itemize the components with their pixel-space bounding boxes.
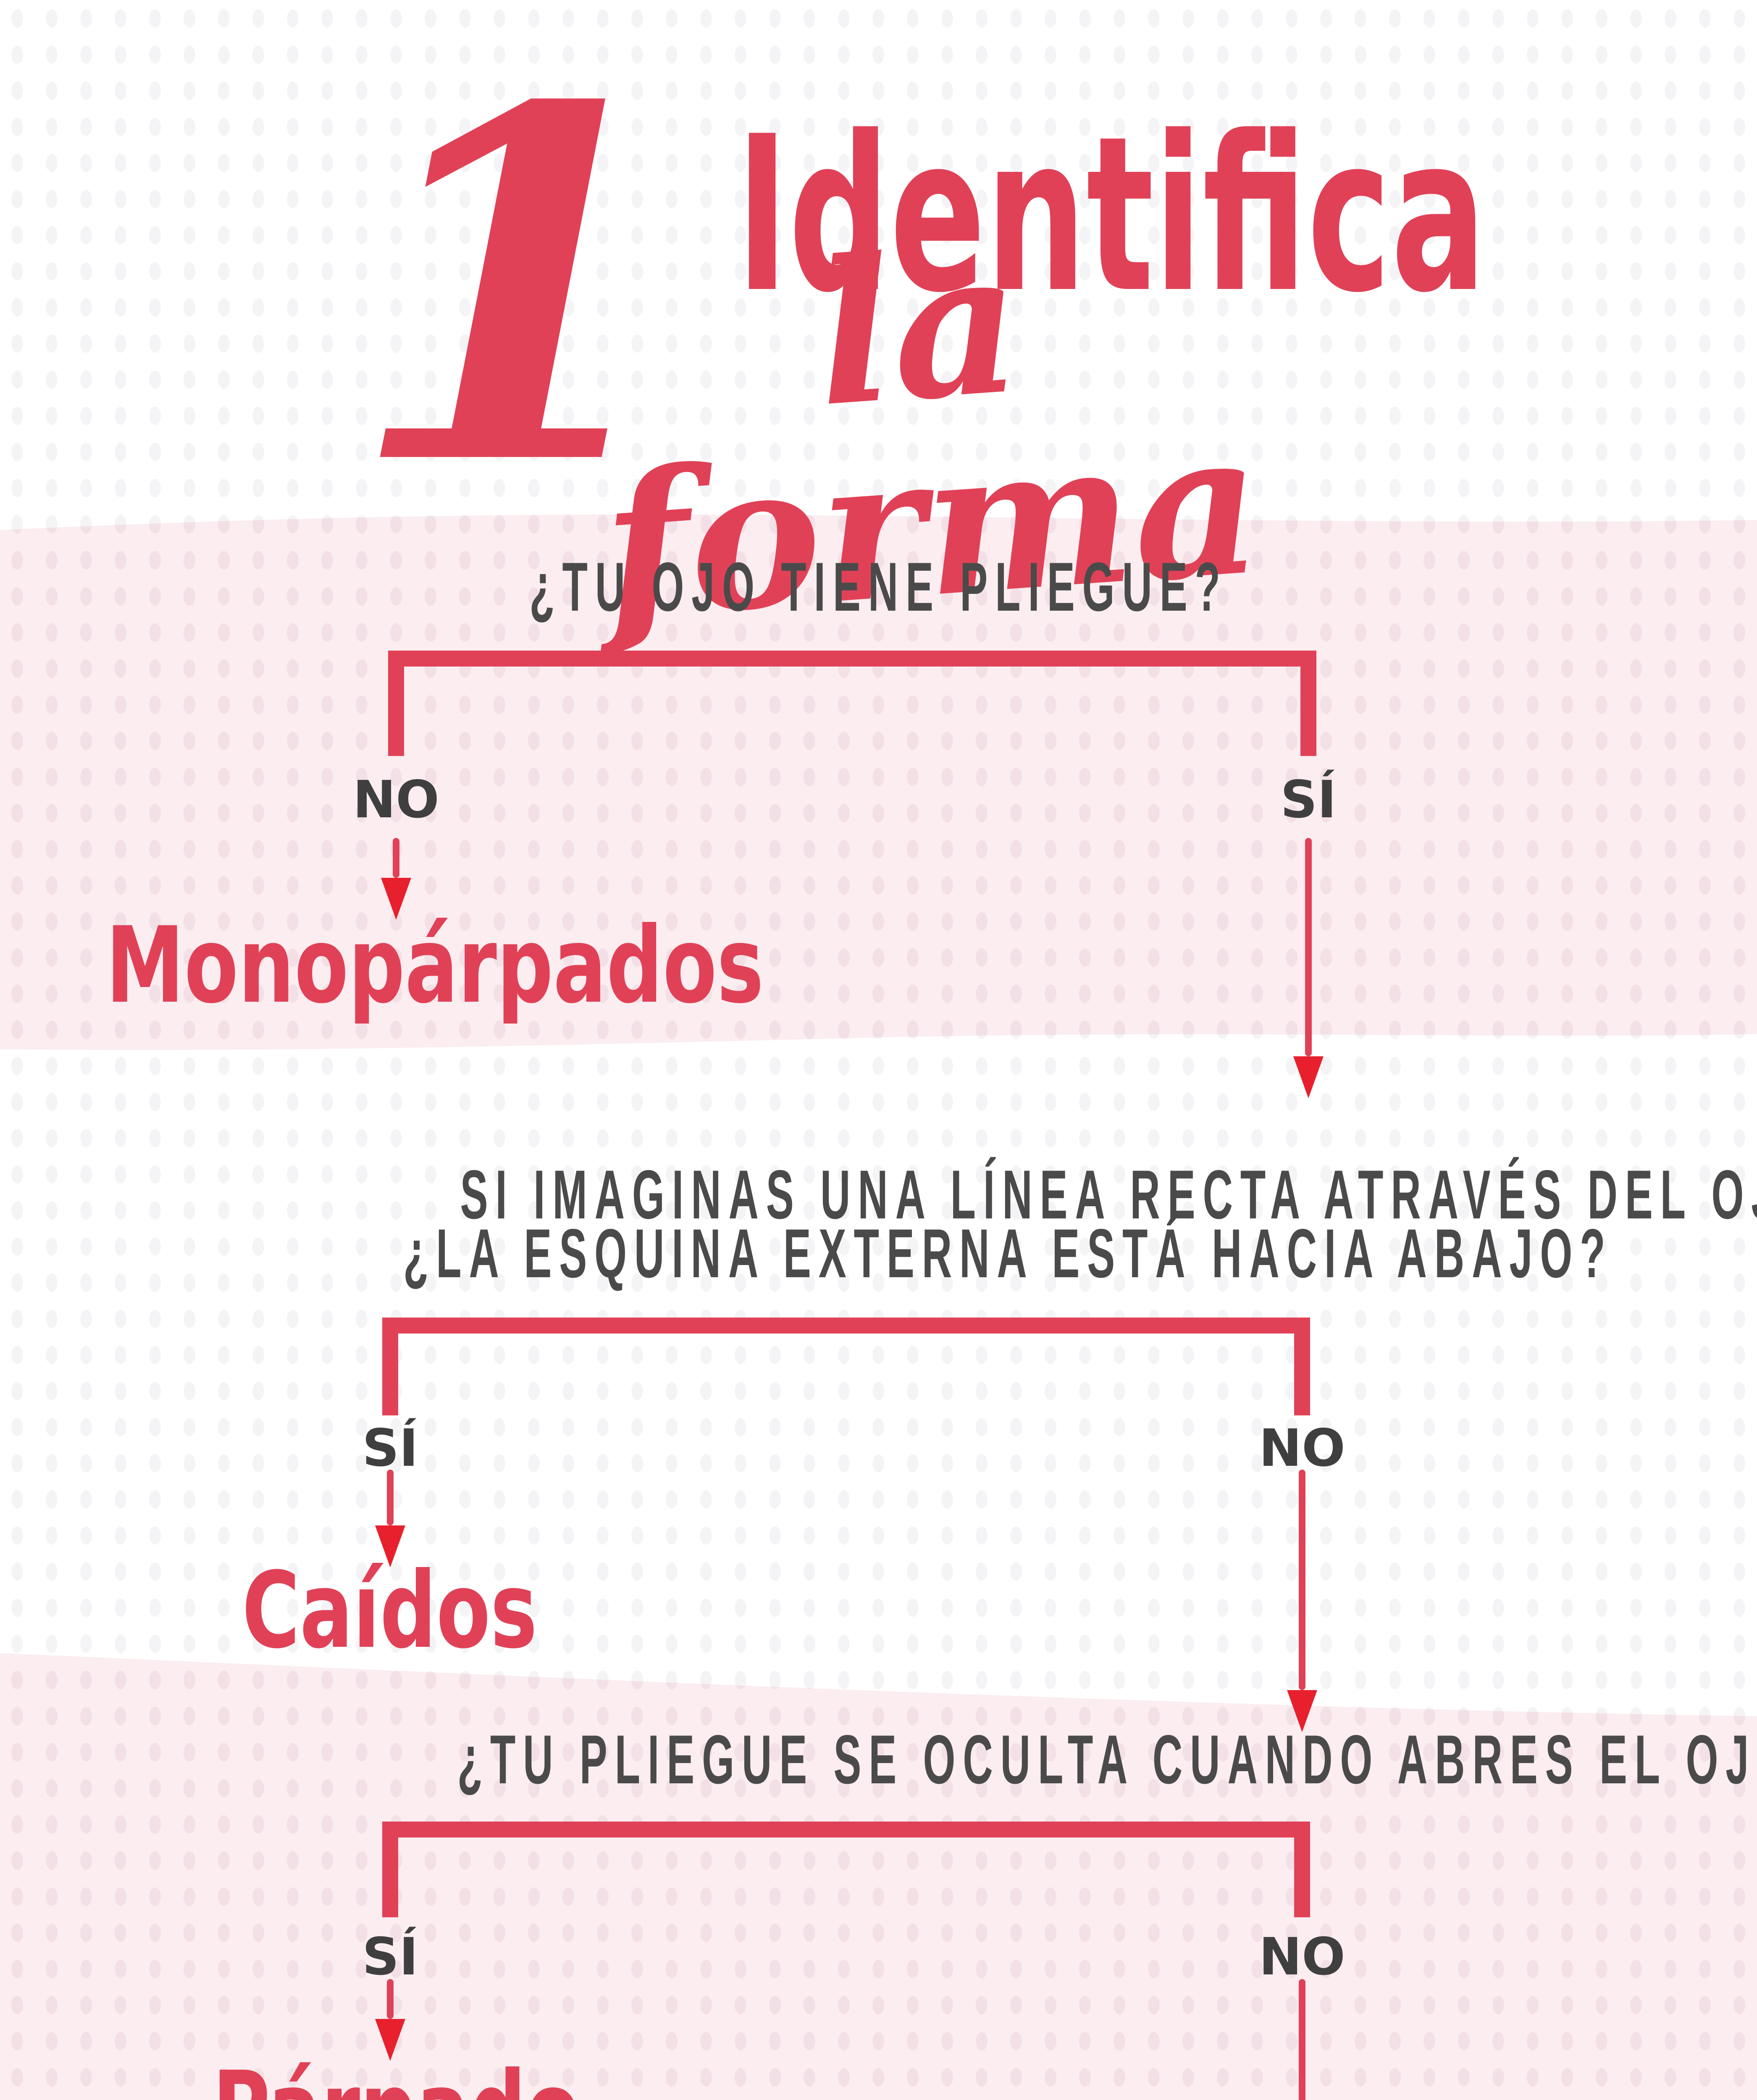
q1-question: ¿TU OJO TIENE PLIEGUE? bbox=[0, 547, 1757, 627]
title-number: 1 bbox=[349, 4, 685, 571]
q2-branch-leg-left bbox=[382, 1318, 398, 1415]
q2-yes-arrow bbox=[375, 1470, 405, 1567]
q3-branch-leg-right bbox=[1294, 1822, 1310, 1917]
q2-yes-arrow-shaft bbox=[387, 1470, 394, 1525]
q2-result-caidos: Caídos bbox=[0, 1550, 1020, 1671]
q1-no-label: NO bbox=[353, 770, 439, 830]
q3-branch-leg-left bbox=[382, 1822, 398, 1917]
title-word: Identifica bbox=[543, 108, 1486, 323]
q3-result-line1-text: Párpado bbox=[212, 2050, 580, 2100]
q3-yes-arrow bbox=[375, 1979, 405, 2061]
q1-result-text: Monopárpados bbox=[105, 904, 764, 1026]
pink-band-lower bbox=[0, 1653, 1757, 2100]
q1-yes-arrow bbox=[1293, 838, 1324, 1098]
q1-yes-arrowhead-icon bbox=[1293, 1056, 1324, 1098]
q1-no-arrow bbox=[381, 838, 411, 920]
q3-question-text: ¿TU PLIEGUE SE OCULTA CUANDO ABRES EL OJ… bbox=[457, 1721, 1757, 1798]
q1-branch-leg-right bbox=[1300, 651, 1316, 756]
q3-no-arrow-shaft bbox=[1299, 1979, 1305, 2100]
q2-no-arrow bbox=[1287, 1470, 1317, 1732]
q2-question-line2: ¿LA ESQUINA EXTERNA ESTÁ HACIA ABAJO? bbox=[0, 1213, 1757, 1294]
q3-yes-label: SÍ bbox=[362, 1927, 418, 1987]
q2-yes-arrowhead-icon bbox=[375, 1525, 405, 1567]
q3-question: ¿TU PLIEGUE SE OCULTA CUANDO ABRES EL OJ… bbox=[0, 1719, 1757, 1800]
q2-question-line1: SI IMAGINAS UNA LÍNEA RECTA ATRAVÉS DEL … bbox=[0, 1155, 1757, 1235]
q3-branch-line bbox=[382, 1822, 1310, 1838]
q2-no-arrow-shaft bbox=[1299, 1470, 1305, 1690]
q3-yes-arrow-shaft bbox=[387, 1979, 394, 2019]
q2-result-text: Caídos bbox=[242, 1549, 538, 1672]
q3-yes-arrowhead-icon bbox=[375, 2019, 405, 2061]
q3-no-arrow bbox=[1287, 1979, 1317, 2100]
title-word-text: Identifica bbox=[736, 91, 1486, 340]
q1-yes-label: SÍ bbox=[1280, 770, 1337, 830]
q2-branch-leg-right bbox=[1294, 1318, 1310, 1415]
q1-branch-leg-left bbox=[388, 651, 404, 756]
q2-question-line2-text: ¿LA ESQUINA EXTERNA ESTÁ HACIA ABAJO? bbox=[403, 1215, 1613, 1292]
q1-question-text: ¿TU OJO TIENE PLIEGUE? bbox=[529, 548, 1228, 625]
q1-no-arrow-shaft bbox=[393, 838, 399, 878]
q1-branch-line bbox=[388, 651, 1316, 667]
q1-yes-arrow-shaft bbox=[1305, 838, 1312, 1056]
q2-question-line1-text: SI IMAGINAS UNA LÍNEA RECTA ATRAVÉS DEL … bbox=[460, 1156, 1757, 1233]
q2-no-arrowhead-icon bbox=[1287, 1690, 1317, 1732]
q2-no-label: NO bbox=[1259, 1418, 1345, 1478]
q1-result-monoparpados: Monopárpados bbox=[0, 905, 1065, 1026]
q2-branch-line bbox=[382, 1318, 1310, 1334]
q1-no-arrowhead-icon bbox=[381, 878, 411, 920]
q3-result-parpado: Párpado bbox=[0, 2050, 1026, 2100]
q2-yes-label: SÍ bbox=[362, 1418, 418, 1478]
pink-band-upper bbox=[0, 514, 1757, 1050]
q3-no-label: NO bbox=[1259, 1927, 1345, 1987]
